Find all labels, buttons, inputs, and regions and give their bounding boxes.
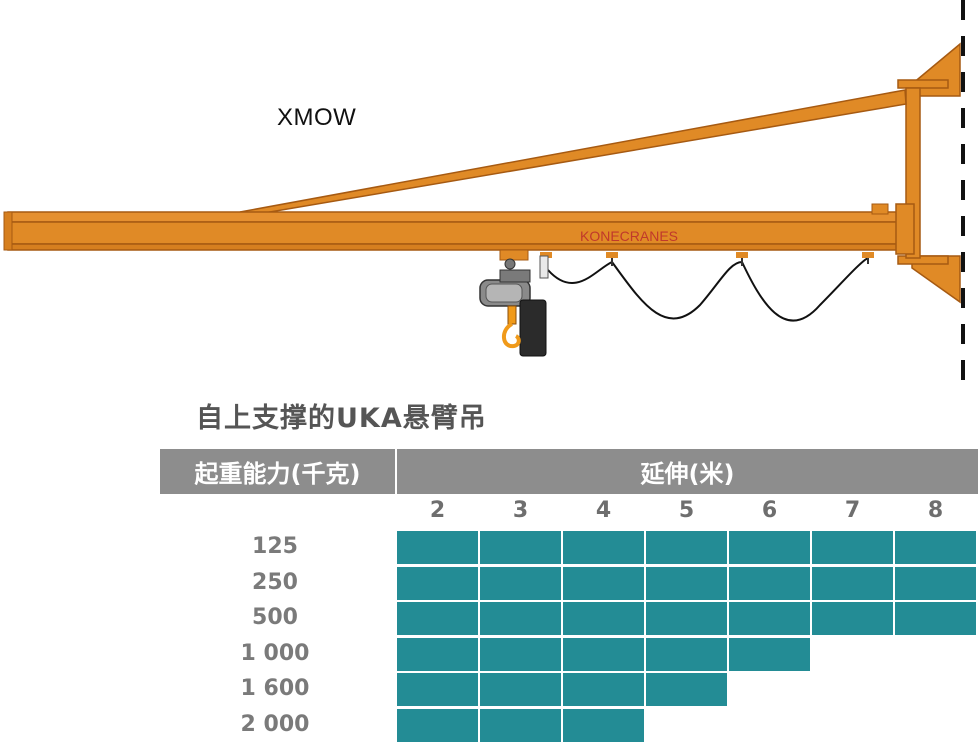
capacity-row-label: 125: [252, 534, 298, 559]
availability-cell: [729, 531, 810, 564]
availability-cell: [563, 637, 644, 671]
hook-icon: [502, 305, 521, 349]
availability-cell: [480, 673, 561, 706]
electric-chain-hoist: [479, 269, 547, 357]
capacity-header: 起重能力(千克): [160, 449, 395, 494]
availability-cell: [397, 673, 478, 706]
availability-cell: [646, 602, 727, 635]
availability-cell: [397, 566, 478, 600]
availability-cell: [646, 531, 727, 564]
availability-cell: [563, 708, 644, 742]
availability-cell: [895, 531, 976, 564]
availability-cell: [812, 531, 893, 564]
availability-cell: [646, 673, 727, 706]
availability-cell: [397, 637, 478, 671]
capacity-row-label: 1 000: [240, 640, 310, 666]
festoon-cable: [547, 257, 869, 322]
availability-cell: [397, 531, 478, 564]
cable-gland: [539, 255, 549, 279]
jib-beam-web: [7, 221, 909, 245]
availability-cell: [563, 566, 644, 600]
availability-cell: [480, 708, 561, 742]
availability-cell: [895, 602, 976, 635]
availability-cell: [563, 673, 644, 706]
extension-column-label: 3: [512, 498, 529, 523]
jib-crane-illustration: KONECRANES: [3, 0, 965, 385]
brand-logo-text: KONECRANES: [580, 228, 678, 244]
availability-cell: [646, 637, 727, 671]
availability-cell: [480, 602, 561, 635]
extension-column-label: 7: [844, 498, 861, 523]
model-label: XMOW: [277, 104, 357, 131]
availability-cell: [563, 602, 644, 635]
availability-cell: [397, 708, 478, 742]
cable-trolleys: [540, 252, 874, 266]
capacity-row-label: 500: [252, 605, 298, 630]
capacity-row-label: 1 600: [240, 676, 310, 701]
beam-connection-plate: [895, 203, 915, 255]
availability-cell: [729, 602, 810, 635]
upper-bracket-plate: [897, 79, 949, 89]
beam-end-stop: [3, 211, 13, 251]
extension-column-label: 5: [678, 498, 695, 523]
capacity-row-label: 250: [252, 569, 298, 595]
lower-bracket-plate: [897, 255, 949, 265]
jib-beam-top-flange: [7, 211, 909, 223]
availability-cell: [480, 637, 561, 671]
hoist-trolley: [499, 249, 529, 261]
section-title: 自上支撑的UKA悬臂吊: [196, 403, 487, 434]
extension-column-label: 6: [761, 498, 778, 523]
extension-column-label: 4: [595, 498, 612, 523]
availability-cell: [729, 637, 810, 671]
extension-header: 延伸(米): [397, 449, 978, 494]
extension-column-label: 8: [927, 498, 944, 523]
availability-cell: [646, 566, 727, 600]
availability-cell: [480, 531, 561, 564]
capacity-row-label: 2 000: [240, 711, 310, 737]
availability-cell: [812, 566, 893, 600]
availability-cell: [397, 602, 478, 635]
jib-beam-bottom-flange: [7, 243, 909, 251]
availability-cell: [480, 566, 561, 600]
extension-column-label: 2: [429, 498, 446, 523]
availability-cell: [729, 566, 810, 600]
availability-cell: [812, 602, 893, 635]
availability-cell: [563, 531, 644, 564]
beam-clamp: [871, 203, 889, 215]
availability-cell: [895, 566, 976, 600]
trolley-wheel: [504, 258, 516, 270]
